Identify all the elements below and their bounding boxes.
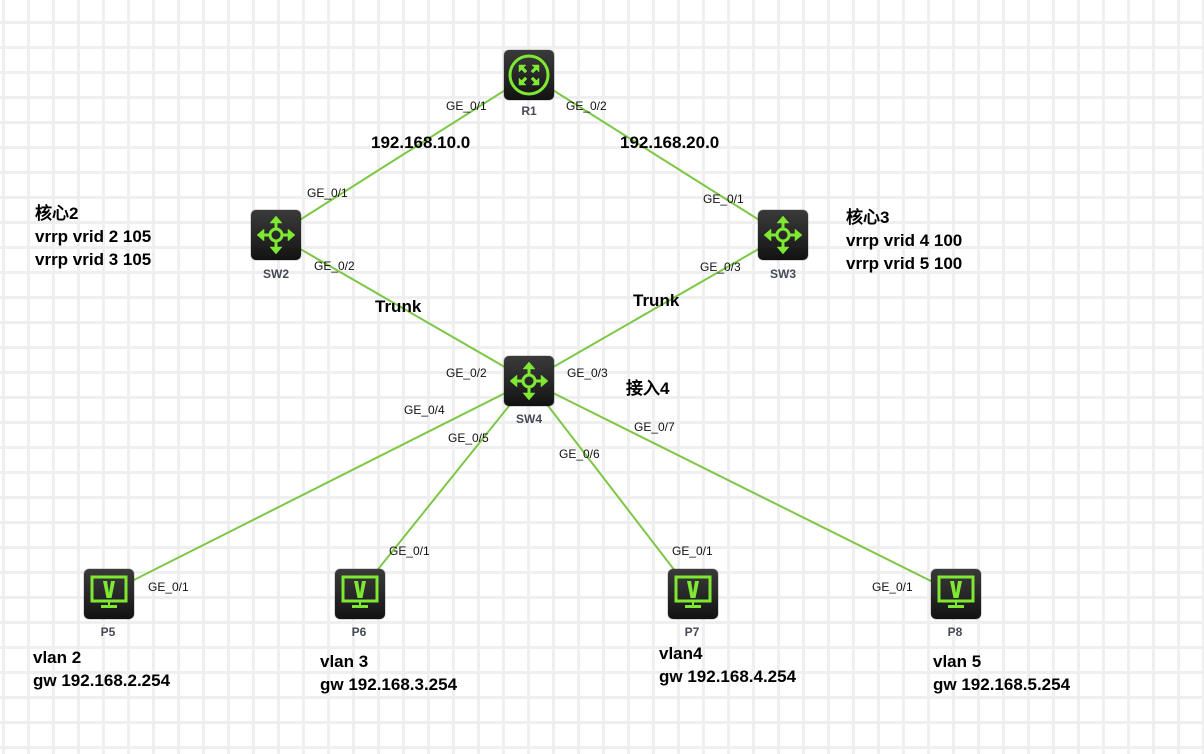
p7-gateway: gw 192.168.4.254 — [659, 667, 797, 686]
p8-vlan: vlan 5 — [933, 652, 982, 671]
switch-sw2[interactable] — [251, 210, 301, 260]
core3-annotation: 核心3 vrrp vrid 4 100 vrrp vrid 5 100 — [846, 206, 962, 275]
port-label-sw4-ge04: GE_0/4 — [404, 403, 445, 417]
port-label-sw4-ge05: GE_0/5 — [448, 431, 489, 445]
trunk-label-right: Trunk — [633, 291, 680, 310]
switch-sw4[interactable] — [504, 356, 554, 406]
core3-vrrp-line1: vrrp vrid 4 100 — [846, 231, 963, 250]
link-sw4-p6[interactable] — [358, 380, 530, 594]
p7-vlan: vlan4 — [659, 644, 703, 663]
core2-title: 核心2 — [35, 204, 79, 223]
switch-sw3-label: SW3 — [769, 267, 796, 281]
vpc-monitor-icon — [937, 575, 975, 608]
pc-p5-label: P5 — [100, 625, 116, 639]
port-label-sw4-ge07: GE_0/7 — [634, 420, 675, 434]
switch-icon — [256, 215, 296, 255]
link-r1-sw3[interactable] — [528, 74, 784, 236]
switch-sw3[interactable] — [758, 210, 808, 260]
port-label-p6-ge01: GE_0/1 — [389, 544, 430, 558]
port-label-sw3-ge01: GE_0/1 — [703, 192, 744, 206]
router-r1[interactable] — [504, 50, 554, 100]
p7-note: vlan4 gw 192.168.4.254 — [659, 642, 796, 688]
pc-p7-label: P7 — [684, 625, 700, 639]
switch-icon — [509, 361, 549, 401]
port-label-sw4-ge03: GE_0/3 — [567, 366, 608, 380]
pc-p6[interactable] — [335, 569, 385, 619]
router-r1-label: R1 — [521, 104, 537, 118]
port-label-p7-ge01: GE_0/1 — [672, 544, 713, 558]
link-sw3-sw4[interactable] — [528, 234, 784, 382]
vpc-monitor-icon — [341, 575, 379, 608]
p5-gateway: gw 192.168.2.254 — [33, 671, 171, 690]
switch-sw2-label: SW2 — [262, 267, 289, 281]
p8-note: vlan 5 gw 192.168.5.254 — [933, 650, 1070, 696]
port-label-sw4-ge02: GE_0/2 — [446, 366, 487, 380]
link-sw4-p5[interactable] — [107, 380, 530, 594]
pc-p8-label: P8 — [947, 625, 963, 639]
link-r1-sw2[interactable] — [275, 74, 530, 236]
p6-vlan: vlan 3 — [320, 652, 369, 671]
core2-vrrp-line1: vrrp vrid 2 105 — [35, 227, 152, 246]
port-label-sw2-ge01: GE_0/1 — [307, 186, 348, 200]
core3-title: 核心3 — [846, 208, 890, 227]
switch-icon — [763, 215, 803, 255]
core2-annotation: 核心2 vrrp vrid 2 105 vrrp vrid 3 105 — [35, 202, 151, 271]
port-label-sw4-ge06: GE_0/6 — [559, 447, 600, 461]
port-label-sw2-ge02: GE_0/2 — [314, 259, 355, 273]
p5-note: vlan 2 gw 192.168.2.254 — [33, 646, 170, 692]
vpc-monitor-icon — [90, 575, 128, 608]
pc-p8[interactable] — [931, 569, 981, 619]
router-icon — [508, 54, 550, 96]
port-label-r1-ge02: GE_0/2 — [566, 99, 607, 113]
port-label-p8-ge01: GE_0/1 — [872, 580, 913, 594]
trunk-label-left: Trunk — [375, 297, 422, 316]
link-sw2-sw4[interactable] — [275, 234, 530, 382]
p6-gateway: gw 192.168.3.254 — [320, 675, 458, 694]
network-label-left: 192.168.10.0 — [371, 133, 471, 152]
link-sw4-p8[interactable] — [528, 380, 956, 594]
network-label-right: 192.168.20.0 — [620, 133, 720, 152]
port-label-p5-ge01: GE_0/1 — [148, 580, 189, 594]
link-sw4-p7[interactable] — [528, 380, 693, 594]
access4-annotation: 接入4 — [626, 379, 670, 398]
pc-p6-label: P6 — [351, 625, 367, 639]
vpc-monitor-icon — [674, 575, 712, 608]
p5-vlan: vlan 2 — [33, 648, 82, 667]
core2-vrrp-line2: vrrp vrid 3 105 — [35, 250, 152, 269]
pc-p5[interactable] — [84, 569, 134, 619]
core3-vrrp-line2: vrrp vrid 5 100 — [846, 254, 963, 273]
switch-sw4-label: SW4 — [515, 412, 542, 426]
port-label-r1-ge01: GE_0/1 — [446, 99, 487, 113]
pc-p7[interactable] — [668, 569, 718, 619]
p6-note: vlan 3 gw 192.168.3.254 — [320, 650, 457, 696]
p8-gateway: gw 192.168.5.254 — [933, 675, 1071, 694]
port-label-sw3-ge03: GE_0/3 — [700, 260, 741, 274]
